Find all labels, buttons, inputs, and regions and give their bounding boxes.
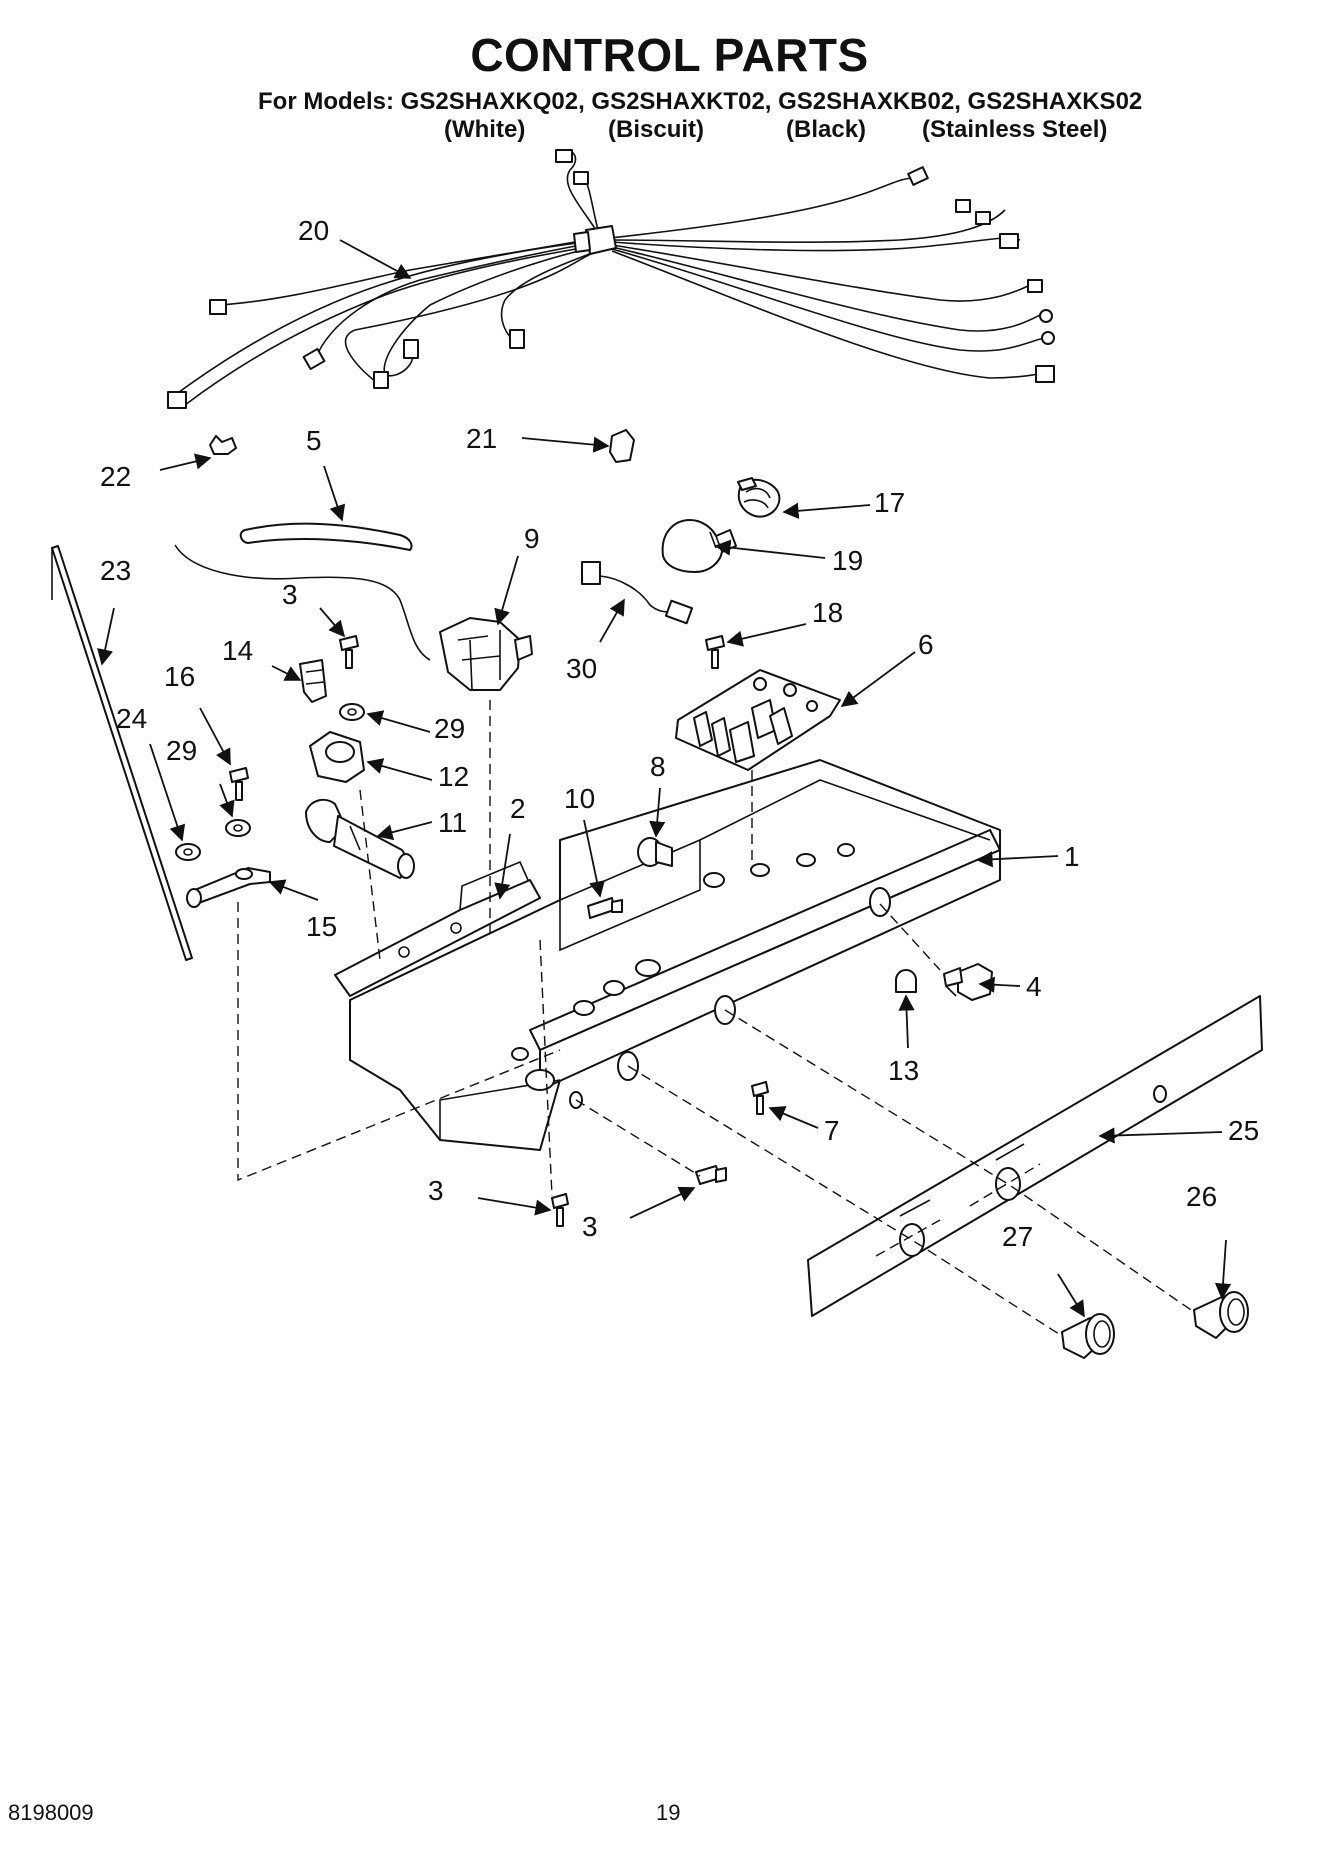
clip-21 (609, 429, 635, 463)
callout-1: 1 (1064, 841, 1080, 872)
page-number: 19 (656, 1800, 681, 1825)
control-shaft-11 (305, 798, 415, 879)
document-number: 8198009 (8, 1800, 94, 1825)
control-panel-25 (807, 995, 1263, 1317)
assembly-lines (237, 700, 1195, 1337)
bracket-14 (299, 659, 327, 703)
callout-11: 11 (438, 807, 467, 838)
lever-15 (186, 867, 271, 908)
callout-12: 12 (438, 761, 469, 792)
callout-15: 15 (306, 911, 337, 942)
knob-27 (1061, 1313, 1115, 1359)
screw-7 (751, 1081, 769, 1115)
callout-23: 23 (100, 555, 131, 586)
variant-stainless-steel: (Stainless Steel) (922, 116, 1108, 143)
clip-22 (209, 435, 237, 455)
callout-8: 8 (650, 751, 666, 782)
callout-25: 25 (1228, 1115, 1259, 1146)
callout-17: 17 (874, 487, 905, 518)
grommet-8 (637, 837, 673, 867)
callout-7: 7 (824, 1115, 840, 1146)
screw-3-top (339, 635, 359, 669)
callout-26: 26 (1186, 1181, 1217, 1212)
callout-3-bottom-left: 3 (428, 1175, 444, 1206)
screw-3-bottom-right (695, 1165, 727, 1185)
rod-23 (51, 545, 193, 961)
callout-18: 18 (812, 597, 843, 628)
button-13 (895, 969, 917, 993)
variant-black: (Black) (786, 116, 867, 143)
page-title: CONTROL PARTS (470, 29, 869, 81)
callout-14: 14 (222, 635, 253, 666)
screw-16 (229, 767, 249, 801)
callout-5: 5 (306, 425, 322, 456)
wire-harness (167, 149, 1055, 409)
light-bulb-19 (661, 519, 737, 573)
callout-labels: 20 22 5 21 17 19 23 9 30 3 18 6 14 16 29… (100, 215, 1259, 1252)
callout-9: 9 (524, 523, 540, 554)
variant-biscuit: (Biscuit) (608, 116, 704, 143)
callout-27: 27 (1002, 1221, 1033, 1252)
callout-22: 22 (100, 461, 131, 492)
mounting-bracket-12 (309, 731, 365, 783)
callout-20: 20 (298, 215, 329, 246)
control-housing-1 (349, 759, 1001, 1151)
callout-19: 19 (832, 545, 863, 576)
control-board-6 (675, 669, 841, 771)
callout-30: 30 (566, 653, 597, 684)
washer-29-lower (225, 819, 251, 837)
callout-13: 13 (888, 1055, 919, 1086)
wire-connector-30 (581, 561, 694, 625)
variant-white: (White) (444, 116, 526, 143)
callout-10: 10 (564, 783, 595, 814)
callout-21: 21 (466, 423, 497, 454)
callout-2: 2 (510, 793, 526, 824)
callout-29-upper: 29 (434, 713, 465, 744)
washer-29-upper (339, 703, 365, 721)
callout-29-lower: 29 (166, 735, 197, 766)
damper-bracket-2 (334, 860, 541, 997)
knob-26 (1193, 1291, 1249, 1339)
models-line: For Models: GS2SHAXKQ02, GS2SHAXKT02, GS… (258, 88, 1143, 115)
callout-16: 16 (164, 661, 195, 692)
screw-10 (587, 897, 623, 919)
tube-5 (239, 522, 413, 551)
damper-control-9 (174, 544, 533, 691)
callout-3-bottom-right: 3 (582, 1211, 598, 1242)
callout-24: 24 (116, 703, 147, 734)
washer-24 (175, 843, 201, 861)
callout-6: 6 (918, 629, 934, 660)
callout-3-top: 3 (282, 579, 298, 610)
callout-arrows (97, 239, 1232, 1318)
callout-4: 4 (1026, 971, 1042, 1002)
lamp-socket-17 (737, 477, 781, 518)
switch-4 (943, 963, 993, 1001)
screw-3-bottom-left (551, 1193, 569, 1227)
screw-18 (705, 635, 725, 669)
